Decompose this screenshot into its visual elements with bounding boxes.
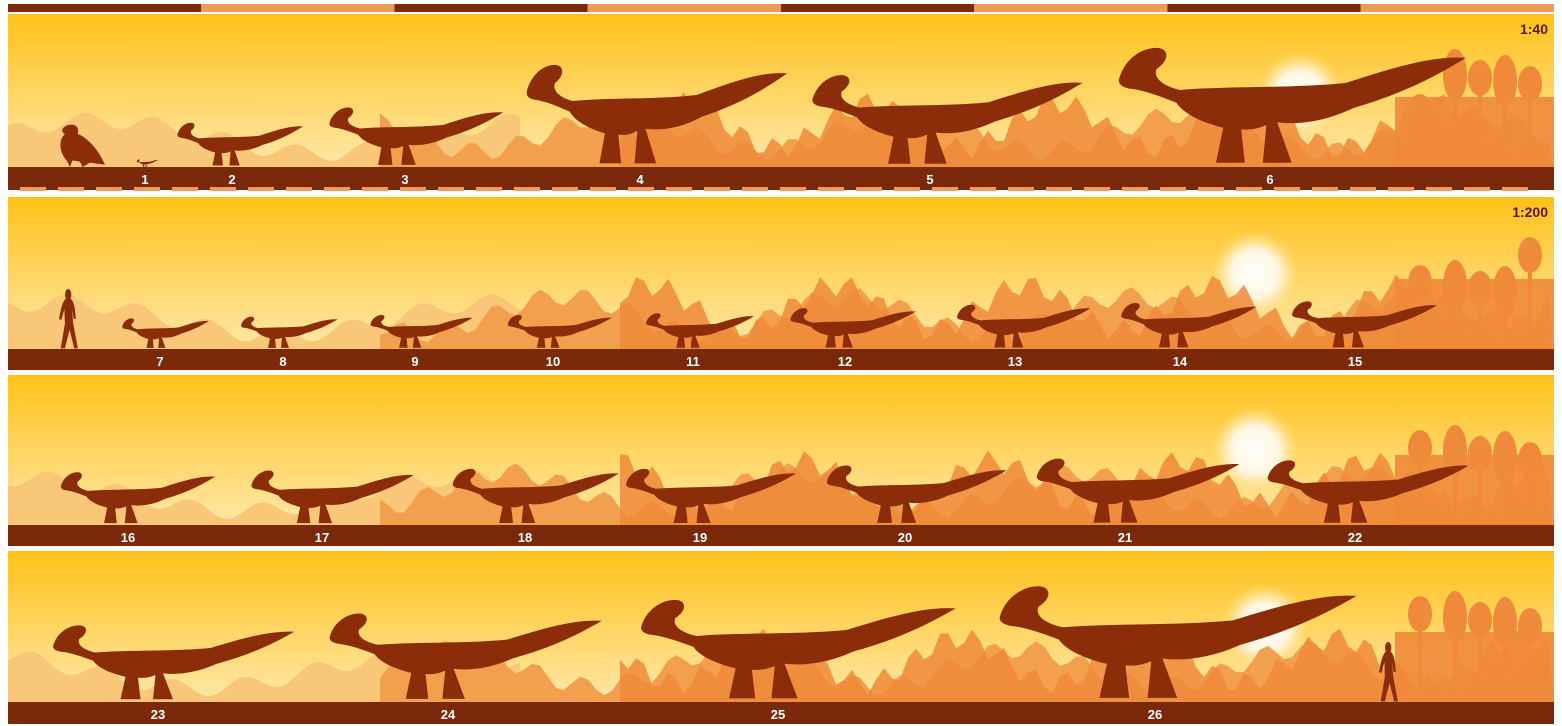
specimen-label: 6	[1266, 172, 1273, 187]
specimen-label: 5	[926, 172, 933, 187]
specimen-label: 13	[1008, 354, 1022, 369]
strip-3: 16 17 18 19 20 21 22	[8, 375, 1554, 546]
specimen-label: 21	[1118, 530, 1132, 545]
specimen-label: 10	[546, 354, 560, 369]
scale-bar	[8, 4, 1554, 12]
specimen-label: 22	[1348, 530, 1362, 545]
specimen-label: 19	[693, 530, 707, 545]
specimen-label: 9	[411, 354, 418, 369]
specimen-label: 1	[141, 172, 148, 187]
specimen-label: 17	[315, 530, 329, 545]
specimen-label: 14	[1173, 354, 1188, 369]
specimen-label: 2	[228, 172, 235, 187]
specimen-label: 11	[686, 354, 700, 369]
specimen-label: 8	[279, 354, 286, 369]
ground-band	[8, 167, 1554, 190]
specimen-label: 20	[898, 530, 912, 545]
ground-band	[8, 349, 1554, 370]
specimen-label: 4	[636, 172, 644, 187]
strip-1: 1 2 3 4 5 6 1:40	[8, 4, 1554, 191]
specimen-label: 15	[1348, 354, 1362, 369]
specimen-label: 18	[518, 530, 532, 545]
specimen-label: 3	[401, 172, 408, 187]
specimen-label: 26	[1148, 707, 1162, 722]
specimen-label: 7	[156, 354, 163, 369]
scale-label: 1:200	[1512, 204, 1548, 220]
scale-label: 1:40	[1520, 21, 1548, 37]
strip-2: 7 8 9 10 11 12 13 14 15 1:200	[8, 197, 1554, 370]
specimen-label: 23	[151, 707, 165, 722]
strip-4: 23 24 25 26	[8, 551, 1554, 724]
ground-band	[8, 525, 1554, 546]
specimen-label: 25	[771, 707, 785, 722]
specimen-label: 16	[121, 530, 135, 545]
specimen-label: 12	[838, 354, 852, 369]
specimen-label: 24	[441, 707, 456, 722]
